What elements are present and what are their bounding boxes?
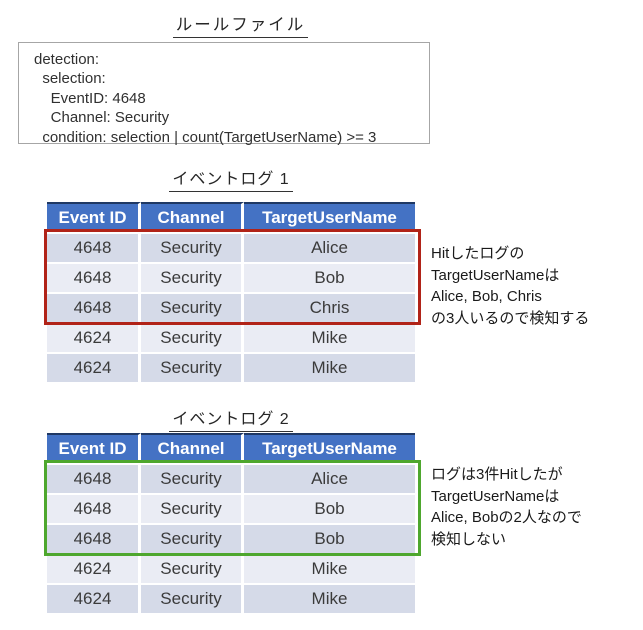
column-header-channel: Channel bbox=[141, 433, 244, 463]
table-row: 4624 Security Mike bbox=[47, 322, 415, 352]
annotation-log2: ログは3件Hitしたが TargetUserNameは Alice, Bobの2… bbox=[431, 466, 582, 548]
event-log-1-table-header: Event ID Channel TargetUserName bbox=[47, 202, 415, 232]
rule-file-box: detection: selection: EventID: 4648 Chan… bbox=[18, 42, 430, 146]
cell-event-id: 4648 bbox=[47, 463, 141, 493]
cell-targetusername: Bob bbox=[244, 262, 415, 292]
cell-targetusername: Mike bbox=[244, 583, 415, 613]
cell-event-id: 4648 bbox=[47, 523, 141, 553]
cell-event-id: 4624 bbox=[47, 352, 141, 382]
event-log-1-heading-text: イベントログ 1 bbox=[169, 165, 293, 192]
event-log-2-table: Event ID Channel TargetUserName 4648 Sec… bbox=[47, 433, 415, 613]
event-log-2-table-header: Event ID Channel TargetUserName bbox=[47, 433, 415, 463]
rule-file-title-text: ルールファイル bbox=[172, 11, 309, 38]
table-row: 4648 Security Bob bbox=[47, 493, 415, 523]
cell-targetusername: Chris bbox=[244, 292, 415, 322]
cell-channel: Security bbox=[141, 352, 244, 382]
annotation-log1: Hitしたログの TargetUserNameは Alice, Bob, Chr… bbox=[431, 245, 590, 327]
table-row: 4624 Security Mike bbox=[47, 352, 415, 382]
rule-code: detection: selection: EventID: 4648 Chan… bbox=[34, 51, 377, 146]
cell-event-id: 4624 bbox=[47, 553, 141, 583]
table-row: 4648 Security Alice bbox=[47, 463, 415, 493]
table-header-row: Event ID Channel TargetUserName bbox=[47, 433, 415, 463]
cell-event-id: 4624 bbox=[47, 322, 141, 352]
cell-event-id: 4648 bbox=[47, 493, 141, 523]
table-row: 4624 Security Mike bbox=[47, 583, 415, 613]
cell-targetusername: Mike bbox=[244, 352, 415, 382]
table-header-row: Event ID Channel TargetUserName bbox=[47, 202, 415, 232]
rule-file-title: ルールファイル bbox=[0, 11, 481, 38]
cell-targetusername: Mike bbox=[244, 322, 415, 352]
event-log-2-heading: イベントログ 2 bbox=[47, 405, 415, 432]
table-row: 4648 Security Alice bbox=[47, 232, 415, 262]
event-log-1-table: Event ID Channel TargetUserName 4648 Sec… bbox=[47, 202, 415, 382]
cell-channel: Security bbox=[141, 493, 244, 523]
table-row: 4624 Security Mike bbox=[47, 553, 415, 583]
table-row: 4648 Security Bob bbox=[47, 523, 415, 553]
table-row: 4648 Security Bob bbox=[47, 262, 415, 292]
cell-channel: Security bbox=[141, 322, 244, 352]
column-header-targetusername: TargetUserName bbox=[244, 202, 415, 232]
cell-channel: Security bbox=[141, 232, 244, 262]
cell-targetusername: Alice bbox=[244, 463, 415, 493]
cell-channel: Security bbox=[141, 463, 244, 493]
event-log-2-heading-text: イベントログ 2 bbox=[169, 405, 293, 432]
cell-targetusername: Mike bbox=[244, 553, 415, 583]
cell-channel: Security bbox=[141, 523, 244, 553]
column-header-event-id: Event ID bbox=[47, 202, 141, 232]
column-header-targetusername: TargetUserName bbox=[244, 433, 415, 463]
cell-channel: Security bbox=[141, 292, 244, 322]
cell-event-id: 4648 bbox=[47, 292, 141, 322]
table-row: 4648 Security Chris bbox=[47, 292, 415, 322]
cell-event-id: 4624 bbox=[47, 583, 141, 613]
cell-targetusername: Alice bbox=[244, 232, 415, 262]
cell-event-id: 4648 bbox=[47, 232, 141, 262]
column-header-event-id: Event ID bbox=[47, 433, 141, 463]
event-log-1-heading: イベントログ 1 bbox=[47, 165, 415, 192]
cell-channel: Security bbox=[141, 262, 244, 292]
cell-channel: Security bbox=[141, 583, 244, 613]
cell-targetusername: Bob bbox=[244, 523, 415, 553]
cell-event-id: 4648 bbox=[47, 262, 141, 292]
column-header-channel: Channel bbox=[141, 202, 244, 232]
cell-channel: Security bbox=[141, 553, 244, 583]
cell-targetusername: Bob bbox=[244, 493, 415, 523]
